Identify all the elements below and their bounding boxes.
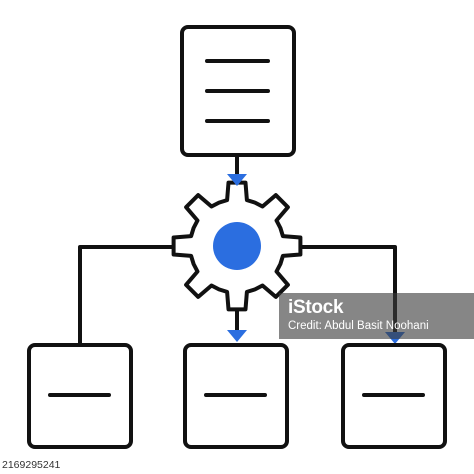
diagram-root — [27, 25, 447, 449]
connector-gear-to-left-box — [78, 245, 176, 344]
image-id: 2169295241 — [2, 459, 61, 471]
watermark-logo: iStock — [288, 297, 344, 318]
gear-center-dot — [213, 222, 261, 270]
arrowhead-gear-to-middle-box — [227, 330, 247, 342]
watermark-credit: Credit: Abdul Basit Noohani — [288, 320, 429, 332]
arrowhead-doc-to-gear — [227, 174, 247, 186]
watermark-badge: iStock Credit: Abdul Basit Noohani — [279, 293, 474, 339]
